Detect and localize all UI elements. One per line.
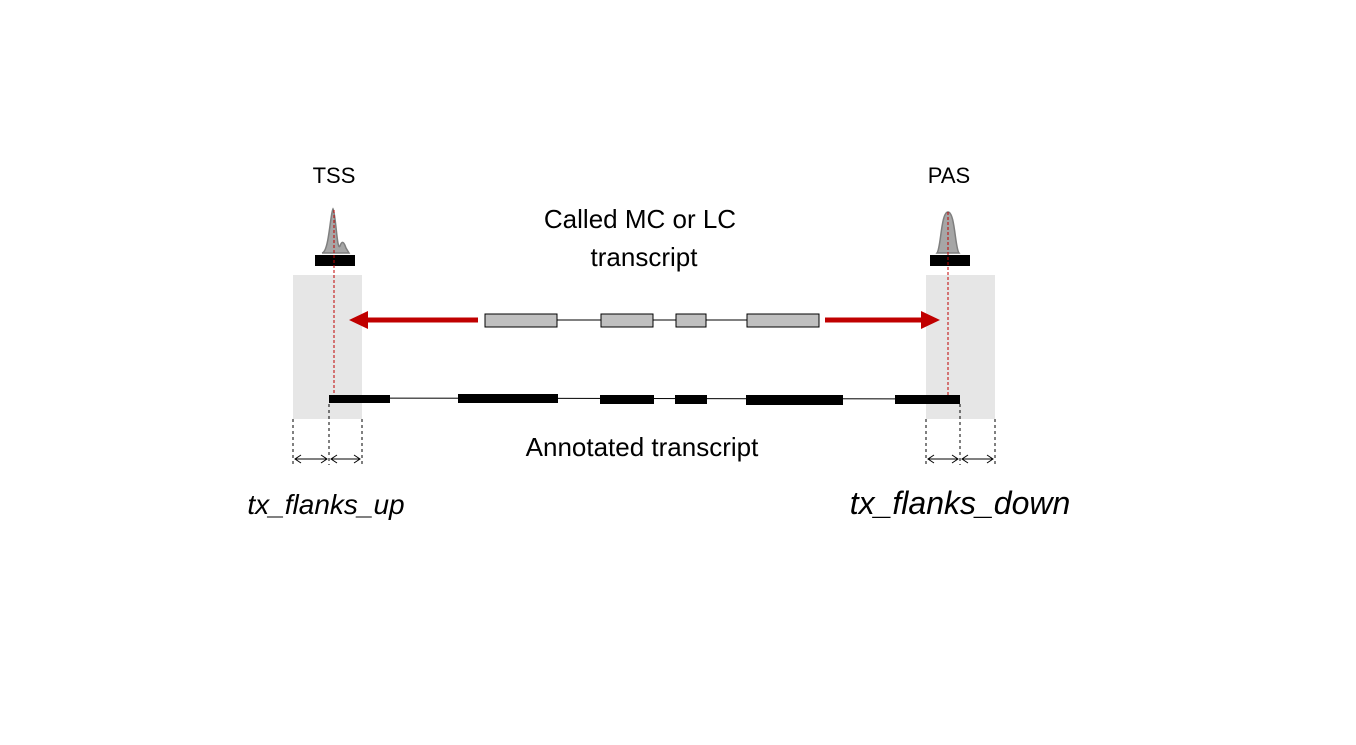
tss-label: TSS <box>313 163 356 188</box>
tss-peak <box>321 207 351 254</box>
annotated-exon <box>746 395 843 405</box>
called-exon <box>675 313 707 328</box>
pas-label: PAS <box>928 163 970 188</box>
upstream-flank-arrows <box>294 454 361 464</box>
called-transcript-label-line1: Called MC or LC <box>544 204 736 234</box>
annotated-exon <box>600 395 654 404</box>
left-extension-arrow <box>349 311 478 329</box>
tx-flanks-up-label: tx_flanks_up <box>247 489 404 520</box>
called-exon <box>484 313 558 328</box>
called-exon <box>746 313 820 328</box>
tss-bar <box>315 255 355 266</box>
right-extension-arrow <box>825 311 940 329</box>
downstream-flank-arrows <box>927 454 994 464</box>
annotated-exon <box>329 395 390 403</box>
annotated-exon <box>675 395 707 404</box>
downstream-flank-guides <box>925 404 996 465</box>
annotated-exon <box>458 394 558 403</box>
called-transcript-label-line2: transcript <box>591 242 699 272</box>
pas-bar <box>930 255 970 266</box>
upstream-flank-guides <box>292 404 363 465</box>
called-exon <box>600 313 654 328</box>
annotated-transcript-label: Annotated transcript <box>526 432 759 462</box>
tx-flanks-down-label: tx_flanks_down <box>850 485 1071 521</box>
annotated-exon <box>895 395 960 404</box>
